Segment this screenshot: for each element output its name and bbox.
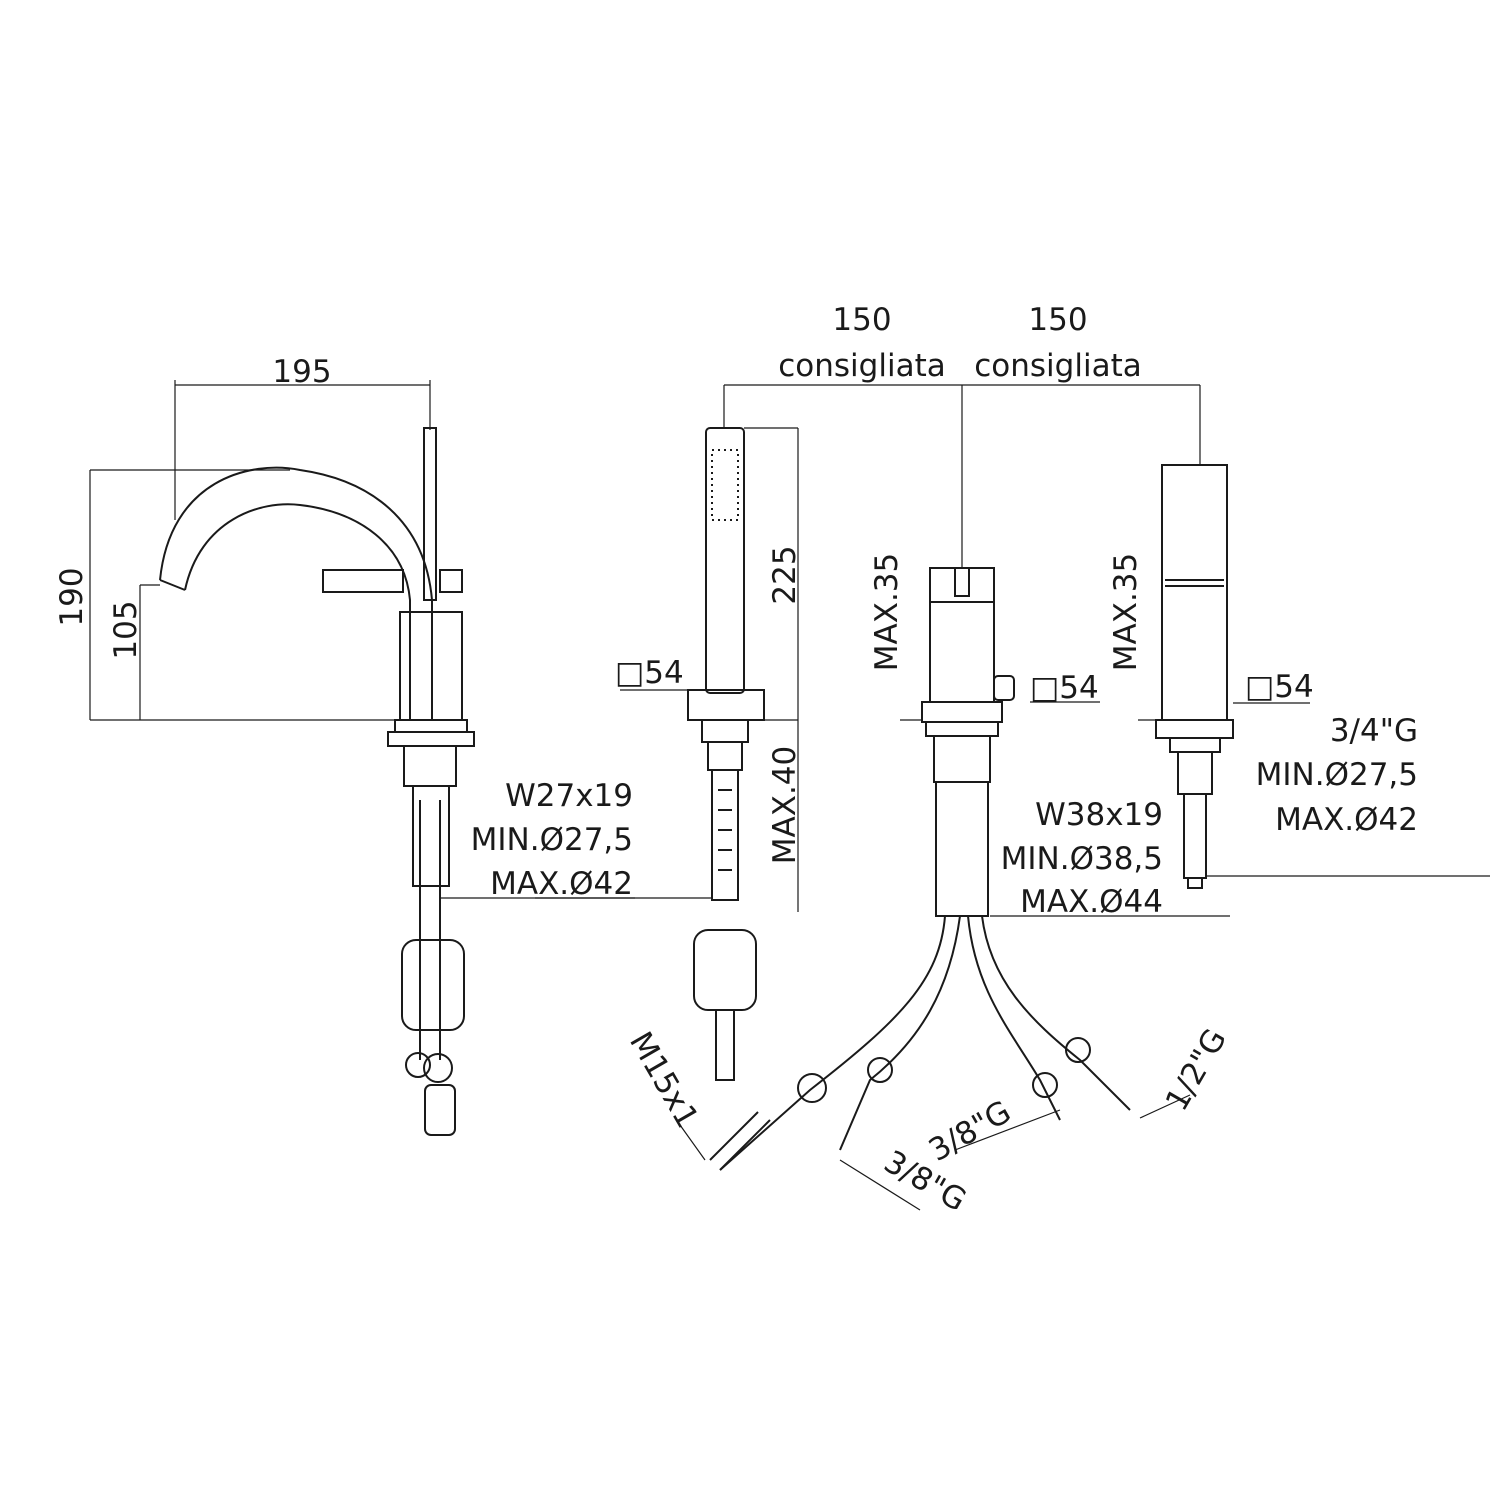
spout-hole-spec-1: W27x19 [505,778,633,814]
spout-mixer-drawing [159,427,475,1136]
right-valve-hole-spec-1: 3/4"G [1330,713,1418,749]
diverter-hole-spec-1: W38x19 [1035,797,1163,833]
hand-shower-hose-thread: M15x1 [622,1026,705,1134]
dim-spout-width: 195 [272,354,331,390]
diverter-base: □54 [1030,670,1099,706]
dim-spacing-left: 150 [832,302,891,338]
spout-hole-spec-2: MIN.Ø27,5 [471,822,633,858]
right-valve-drawing [1155,464,1234,889]
dim-spacing-right-note: consigliata [974,348,1141,384]
dim-hand-shower-height: 225 [767,545,803,604]
right-valve-base: □54 [1245,669,1314,705]
dim-spacing-left-note: consigliata [778,348,945,384]
dim-spout-height: 190 [54,567,90,626]
right-valve-max-deck: MAX.35 [1108,553,1144,672]
diverter-hole-spec-2: MIN.Ø38,5 [1001,841,1163,877]
diverter-drawing [709,567,1131,1171]
diverter-connection-1: 3/8"G [923,1094,1017,1169]
spout-dimensions [89,380,431,721]
right-valve-hole-spec-2: MIN.Ø27,5 [1256,757,1418,793]
dim-spacing-right: 150 [1028,302,1087,338]
dim-spout-outlet-height: 105 [108,600,144,659]
hand-shower-base: □54 [615,655,684,691]
spout-hole-spec-3: MAX.Ø42 [490,866,633,902]
diverter-max-deck: MAX.35 [869,553,905,672]
hand-shower-drawing [687,427,765,1081]
diverter-connection-3: 1/2"G [1159,1023,1234,1117]
right-valve-hole-spec-3: MAX.Ø42 [1275,802,1418,838]
diverter-hole-spec-3: MAX.Ø44 [1020,884,1163,920]
hand-shower-max-deck: MAX.40 [767,746,803,865]
